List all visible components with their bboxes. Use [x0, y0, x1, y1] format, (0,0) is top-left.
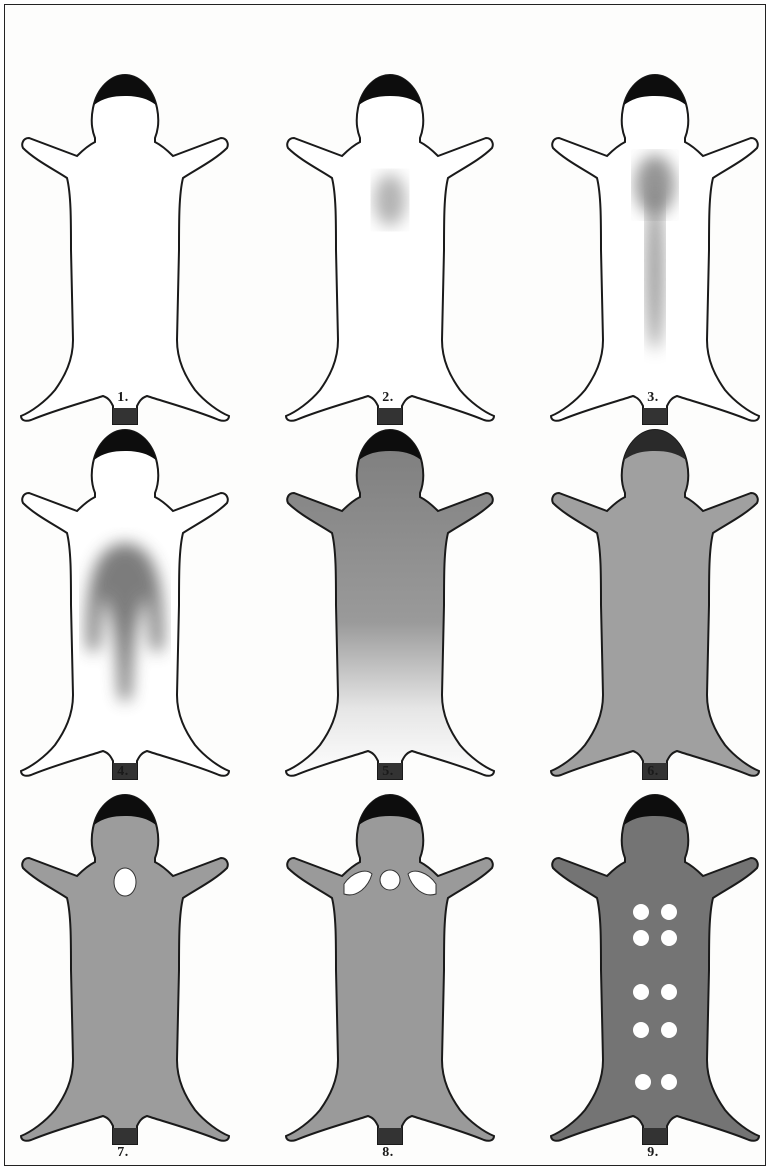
figure-5	[286, 430, 494, 779]
figure-3-label: 3.	[623, 390, 683, 406]
figure-1	[21, 75, 229, 424]
figure-6	[551, 430, 759, 779]
figure-4	[21, 430, 229, 779]
figure-9	[551, 795, 759, 1144]
plate-illustration	[5, 5, 767, 1167]
hole	[114, 868, 136, 896]
figure-2	[286, 75, 494, 424]
figure-7	[21, 795, 229, 1144]
figure-8-label: 8.	[358, 1145, 418, 1161]
figure-5-label: 5.	[358, 764, 418, 780]
specimen-plate: 1. 2. 3. 4. 5. 6. 7. 8. 9.	[4, 4, 766, 1166]
figure-4-label: 4.	[93, 764, 153, 780]
figure-8	[286, 795, 494, 1144]
figure-9-label: 9.	[623, 1145, 683, 1161]
figure-2-label: 2.	[358, 390, 418, 406]
figure-3	[551, 75, 759, 424]
figure-1-label: 1.	[93, 390, 153, 406]
figure-6-label: 6.	[623, 764, 683, 780]
figure-7-label: 7.	[93, 1145, 153, 1161]
